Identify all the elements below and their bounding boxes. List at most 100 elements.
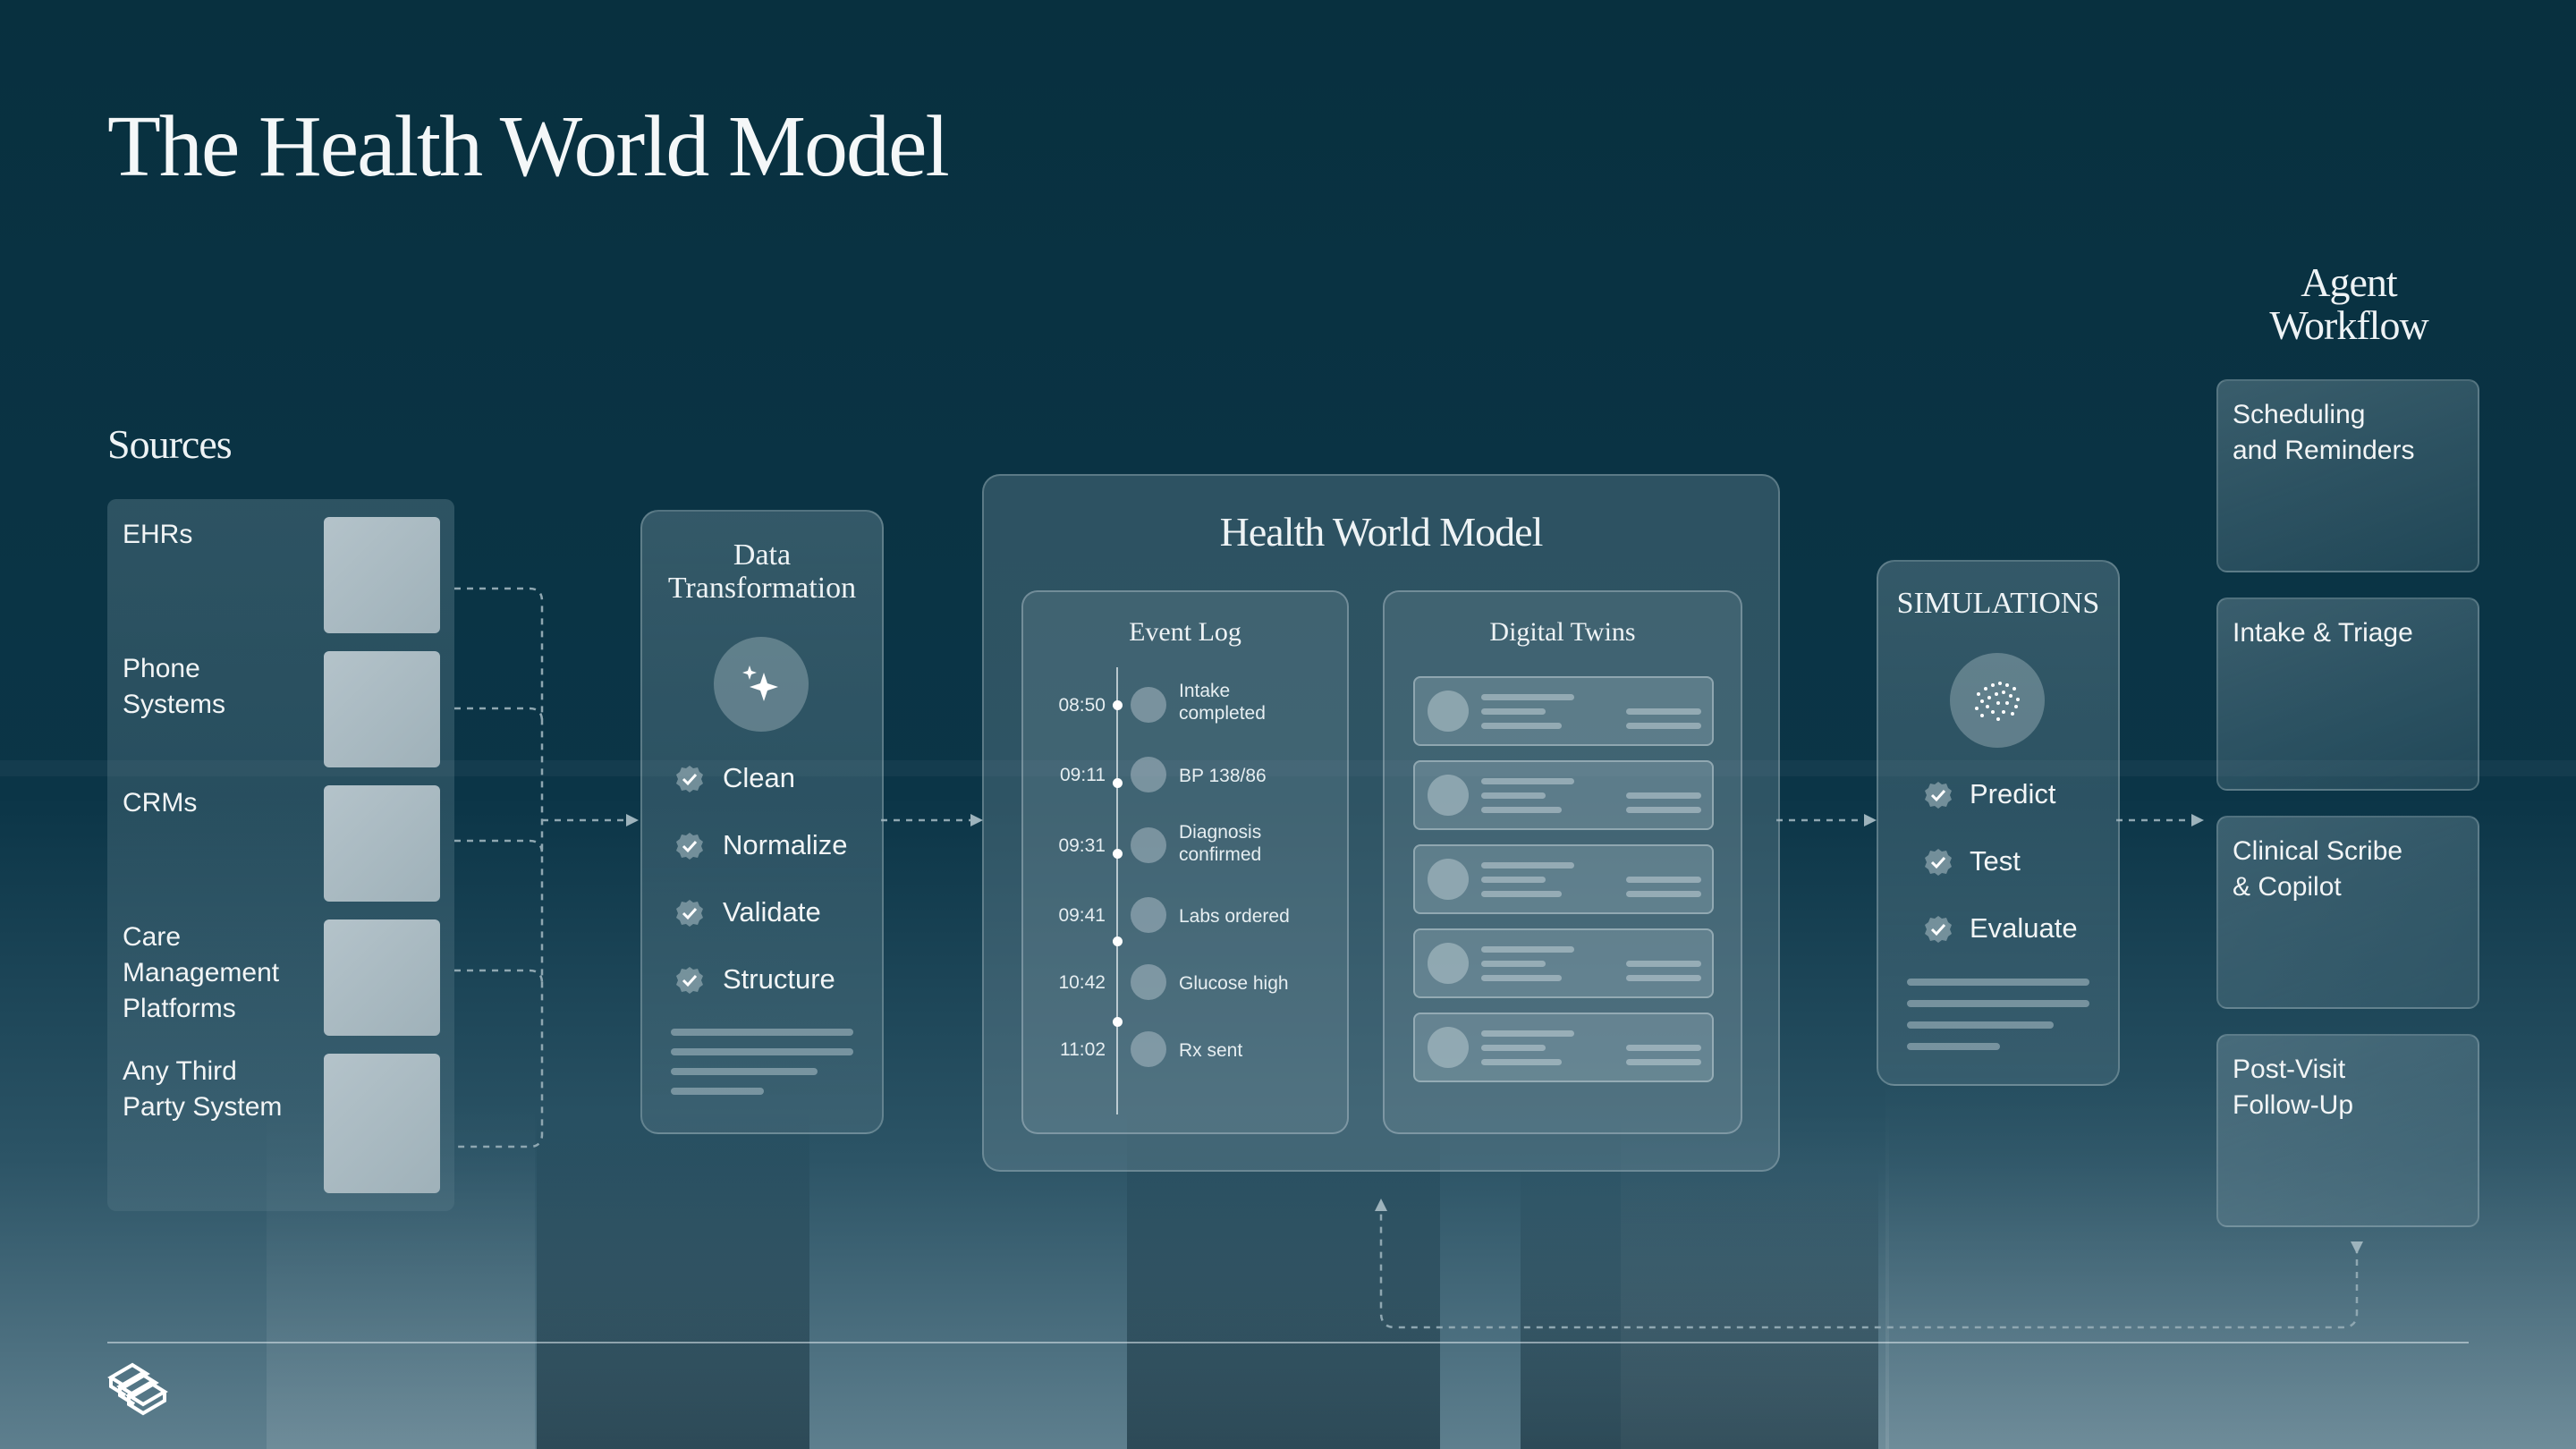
twin-bar xyxy=(1626,961,1701,967)
event-label: Rx sent xyxy=(1179,1040,1243,1061)
twin-card[interactable] xyxy=(1413,844,1714,914)
timeline-pin xyxy=(1113,849,1123,859)
check-icon xyxy=(674,965,705,996)
page-title: The Health World Model xyxy=(107,98,950,195)
twin-bar xyxy=(1481,694,1574,700)
agent-label: Intake & Triage xyxy=(2233,618,2413,648)
event-label: Glucose high xyxy=(1179,973,1289,994)
event-avatar xyxy=(1131,687,1166,723)
source-thumbnail xyxy=(324,1054,440,1193)
twin-bar xyxy=(1481,946,1574,953)
event-time: 08:50 xyxy=(1058,695,1106,716)
timeline-axis xyxy=(1116,667,1118,1114)
twin-bar xyxy=(1481,891,1562,897)
source-item-crms[interactable]: CRMs xyxy=(107,767,454,902)
simulation-step: Test xyxy=(1970,845,2021,877)
twin-card[interactable] xyxy=(1413,676,1714,746)
twin-bar xyxy=(1481,961,1546,967)
event-log-title: Event Log xyxy=(1129,617,1241,647)
twin-bar xyxy=(1481,1030,1574,1037)
check-icon xyxy=(674,898,705,928)
simulations-panel: SIMULATIONS Predict Test Evaluate xyxy=(1877,560,2120,1086)
agent-card-scheduling[interactable]: Scheduling and Reminders xyxy=(2216,379,2479,572)
event-avatar xyxy=(1131,757,1166,792)
twin-bar xyxy=(1626,975,1701,981)
timeline-pin xyxy=(1113,936,1123,946)
transformation-title: Data Transformation xyxy=(667,538,857,605)
event-avatar xyxy=(1131,897,1166,933)
source-item-ehrs[interactable]: EHRs xyxy=(107,499,454,633)
twin-avatar xyxy=(1428,943,1469,984)
source-thumbnail xyxy=(324,785,440,902)
twin-card[interactable] xyxy=(1413,928,1714,998)
placeholder-line xyxy=(671,1068,818,1075)
agent-label: Scheduling and Reminders xyxy=(2233,400,2415,465)
source-thumbnail xyxy=(324,919,440,1036)
simulation-step: Predict xyxy=(1970,778,2056,809)
simulations-title: SIMULATIONS xyxy=(1896,587,2100,620)
twin-bar xyxy=(1481,862,1574,869)
twin-card[interactable] xyxy=(1413,1013,1714,1082)
twin-avatar xyxy=(1428,859,1469,900)
event-time: 09:41 xyxy=(1058,905,1106,926)
source-label: Phone Systems xyxy=(123,654,226,719)
twin-bar xyxy=(1626,891,1701,897)
agent-card-clinical-scribe[interactable]: Clinical Scribe & Copilot xyxy=(2216,816,2479,1009)
simulation-step: Evaluate xyxy=(1970,912,2078,944)
event-label: Intake completed xyxy=(1179,681,1266,724)
agent-card-post-visit[interactable]: Post-Visit Follow-Up xyxy=(2216,1034,2479,1227)
agent-card-intake-triage[interactable]: Intake & Triage xyxy=(2216,597,2479,791)
twin-bar xyxy=(1626,723,1701,729)
agent-label: Post-Visit Follow-Up xyxy=(2233,1055,2354,1120)
twin-bar xyxy=(1481,778,1574,784)
sources-panel: EHRs Phone Systems CRMs Care Management … xyxy=(107,499,454,1211)
source-thumbnail xyxy=(324,517,440,633)
twin-bar xyxy=(1481,708,1546,715)
transformation-step: Structure xyxy=(723,963,835,995)
bg-column xyxy=(1127,1109,1440,1449)
stacked-layers-logo-icon xyxy=(106,1356,170,1420)
event-avatar xyxy=(1131,1031,1166,1067)
footer-divider xyxy=(107,1342,2469,1343)
transformation-step: Normalize xyxy=(723,829,848,860)
twin-bar xyxy=(1481,975,1562,981)
check-icon xyxy=(1923,914,1953,945)
transformation-step: Clean xyxy=(723,762,795,793)
health-world-model-panel: Health World Model Event Log 08:50 Intak… xyxy=(982,474,1780,1172)
source-item-phone-systems[interactable]: Phone Systems xyxy=(107,633,454,767)
check-icon xyxy=(1923,847,1953,877)
source-label: Care Management Platforms xyxy=(123,922,280,1023)
data-transformation-panel: Data Transformation Clean Normalize Vali… xyxy=(640,510,884,1134)
source-label: CRMs xyxy=(123,788,198,818)
placeholder-line xyxy=(671,1029,853,1036)
bg-column xyxy=(1885,1073,2576,1449)
digital-twins-title: Digital Twins xyxy=(1489,617,1636,647)
source-item-care-management[interactable]: Care Management Platforms xyxy=(107,902,454,1036)
event-label: Labs ordered xyxy=(1179,906,1290,927)
twin-bar xyxy=(1626,1045,1701,1051)
twin-bar xyxy=(1481,723,1562,729)
twin-bar xyxy=(1481,792,1546,799)
twin-bar xyxy=(1626,792,1701,799)
source-label: EHRs xyxy=(123,520,193,549)
check-icon xyxy=(674,764,705,794)
twin-bar xyxy=(1626,807,1701,813)
placeholder-line xyxy=(1907,1021,2054,1029)
event-time: 10:42 xyxy=(1058,972,1106,993)
twin-card[interactable] xyxy=(1413,760,1714,830)
digital-twins-panel: Digital Twins xyxy=(1383,590,1742,1134)
twin-bar xyxy=(1481,877,1546,883)
check-icon xyxy=(1923,780,1953,810)
twin-bar xyxy=(1626,1059,1701,1065)
twin-bar xyxy=(1481,1059,1562,1065)
twin-bar xyxy=(1626,708,1701,715)
twin-bar xyxy=(1481,807,1562,813)
placeholder-line xyxy=(671,1048,853,1055)
twin-bar xyxy=(1626,877,1701,883)
source-item-third-party[interactable]: Any Third Party System xyxy=(107,1036,454,1211)
twin-avatar xyxy=(1428,1027,1469,1068)
agent-label: Clinical Scribe & Copilot xyxy=(2233,836,2403,902)
placeholder-line xyxy=(1907,1043,2000,1050)
event-time: 09:31 xyxy=(1058,835,1106,856)
event-label: BP 138/86 xyxy=(1179,766,1267,786)
